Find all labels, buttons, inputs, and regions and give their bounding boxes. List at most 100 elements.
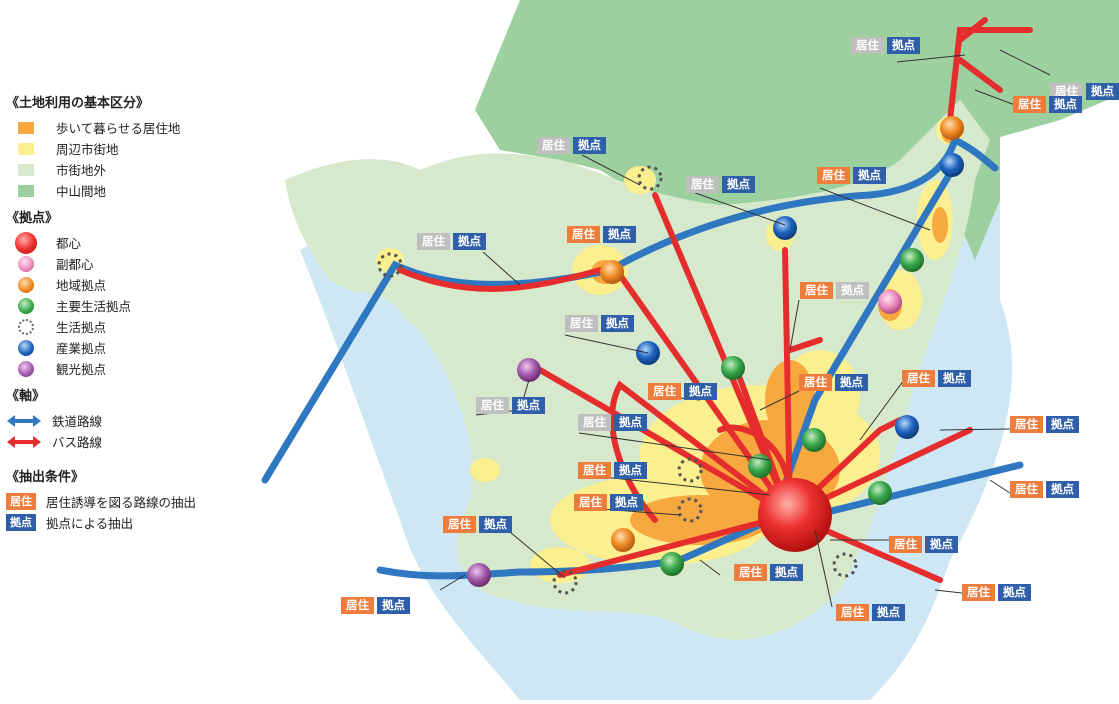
residence-tag: 居住 [800, 282, 833, 299]
map-label: 居住 拠点 [648, 383, 717, 400]
map-label: 居住 拠点 [1013, 96, 1082, 113]
hub-tag: 拠点 [1046, 481, 1079, 498]
legend-label: 周辺市街地 [56, 142, 119, 157]
map-label: 居住 拠点 [565, 315, 634, 332]
hub-tag: 拠点 [610, 494, 643, 511]
hub-tag: 拠点 [835, 374, 868, 391]
map-label: 居住 拠点 [417, 233, 486, 250]
hub-tag: 拠点 [853, 167, 886, 184]
legend-label: バス路線 [52, 435, 103, 450]
legend-label: 副都心 [56, 257, 94, 272]
legend-item-life: 生活拠点 [6, 316, 241, 337]
hub-markers [467, 116, 964, 587]
hub-tag: 拠点 [872, 604, 905, 621]
legend-item-city-center: 都心 [6, 231, 241, 254]
hub-tag: 拠点 [1046, 416, 1079, 433]
map-label: 居住 拠点 [902, 370, 971, 387]
legend-item-hub-condition: 拠点 拠点による抽出 [6, 512, 241, 533]
map-label: 居住 拠点 [476, 397, 545, 414]
hub-tag: 拠点 [998, 584, 1031, 601]
surrounding-swatch [18, 142, 34, 155]
hub-tag: 拠点 [722, 176, 755, 193]
hub-tag: 拠点 [1086, 83, 1119, 100]
major-life-hub [900, 248, 924, 272]
map-label: 居住 拠点 [734, 564, 803, 581]
map-label: 居住 拠点 [574, 494, 643, 511]
map-label: 居住 拠点 [567, 226, 636, 243]
residence-tag: 居住 [578, 462, 611, 479]
legend-item-mountain: 中山間地 [6, 180, 241, 201]
residence-tag: 居住 [836, 604, 869, 621]
hub-tag: 拠点 [925, 536, 958, 553]
legend-label: 生活拠点 [56, 320, 107, 335]
pink-sphere-icon [18, 255, 34, 272]
residence-tag: 居住 [567, 226, 600, 243]
major-life-hub [660, 552, 684, 576]
legend-item-bus: バス路線 [6, 431, 241, 452]
hub-tag: 拠点 [512, 397, 545, 414]
map-label: 居住 拠点 [836, 604, 905, 621]
regional-hub [611, 528, 635, 552]
map-label: 居住 拠点 [889, 536, 958, 553]
residence-tag: 居住 [851, 37, 884, 54]
legend-label: 歩いて暮らせる居住地 [56, 121, 181, 136]
legend-label: 居住誘導を図る路線の抽出 [46, 495, 197, 510]
industrial-hub [773, 216, 797, 240]
residence-tag: 居住 [817, 167, 850, 184]
map-label: 居住 拠点 [1050, 83, 1119, 100]
map-label: 居住 拠点 [1010, 416, 1079, 433]
legend-label: 市街地外 [56, 163, 107, 178]
industrial-hub [895, 415, 919, 439]
legend-label: 鉄道路線 [52, 414, 103, 429]
land-use-title: 《土地利用の基本区分》 [6, 96, 150, 111]
map-label: 居住 拠点 [578, 462, 647, 479]
hub-tag: 拠点 [603, 226, 636, 243]
hub-tag: 拠点 [6, 514, 36, 531]
hub-tag: 拠点 [453, 233, 486, 250]
tourism-hub [517, 358, 541, 382]
rail-lines [261, 136, 1024, 580]
dotted-circle-icon [18, 318, 34, 335]
residence-tag: 居住 [1013, 96, 1046, 113]
legend-label: 拠点による抽出 [46, 516, 134, 531]
legend-item-outside: 市街地外 [6, 159, 241, 180]
residence-tag: 居住 [578, 414, 611, 431]
legend-label: 都心 [56, 236, 82, 251]
legend-item-tourism: 観光拠点 [6, 358, 241, 379]
residence-tag: 居住 [962, 584, 995, 601]
hub-tag: 拠点 [573, 137, 606, 154]
residence-tag: 居住 [565, 315, 598, 332]
orange-sphere-icon [18, 276, 34, 293]
axes-title: 《軸》 [6, 389, 46, 404]
walkable-swatch [18, 121, 34, 134]
legend-label: 産業拠点 [56, 341, 107, 356]
map-label: 居住 拠点 [443, 516, 512, 533]
industrial-hub [940, 153, 964, 177]
outside-swatch [18, 163, 34, 176]
residence-tag: 居住 [476, 397, 509, 414]
blue-sphere-icon [18, 339, 34, 356]
residence-tag: 居住 [537, 137, 570, 154]
hub-tag: 拠点 [887, 37, 920, 54]
green-sphere-icon [18, 297, 34, 314]
major-life-hub [748, 454, 772, 478]
hub-tag: 拠点 [377, 597, 410, 614]
legend: 《土地利用の基本区分》 歩いて暮らせる居住地 周辺市街地 市街地外 中山間地 《… [6, 92, 241, 533]
hub-tag: 拠点 [770, 564, 803, 581]
residence-tag: 居住 [341, 597, 374, 614]
regional-hub [940, 116, 964, 140]
residence-tag: 居住 [417, 233, 450, 250]
map-label: 居住 拠点 [1010, 481, 1079, 498]
legend-item-residence-condition: 居住 居住誘導を図る路線の抽出 [6, 491, 241, 512]
hub-tag: 拠点 [479, 516, 512, 533]
residence-tag: 居住 [889, 536, 922, 553]
legend-item-industrial: 産業拠点 [6, 337, 241, 358]
conditions-title: 《抽出条件》 [6, 470, 85, 485]
map-label: 居住 拠点 [962, 584, 1031, 601]
hub-tag: 拠点 [614, 414, 647, 431]
mountain-swatch [18, 184, 34, 197]
hub-tag: 拠点 [614, 462, 647, 479]
residence-tag: 居住 [799, 374, 832, 391]
legend-label: 地域拠点 [56, 278, 107, 293]
